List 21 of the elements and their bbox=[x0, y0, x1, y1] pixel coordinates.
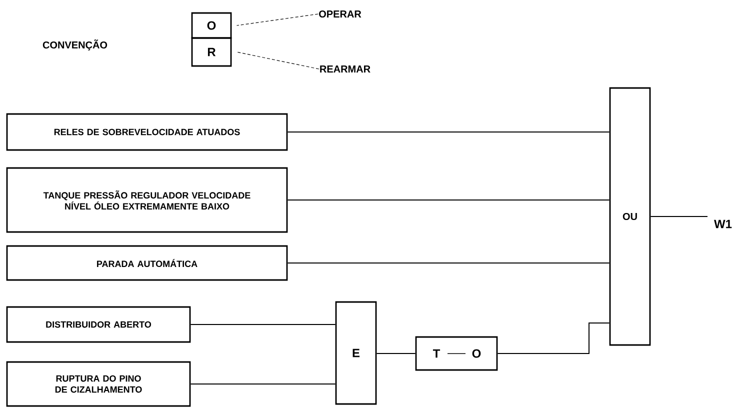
condition-box: RELES DE SOBREVELOCIDADE ATUADOS bbox=[6, 113, 288, 151]
connector-line bbox=[236, 52, 320, 70]
letter-box: R bbox=[191, 37, 232, 67]
and-gate-box: E bbox=[335, 301, 377, 405]
timer-box: T O bbox=[415, 336, 498, 371]
heading-text: CONVENÇÃO bbox=[42, 40, 108, 50]
rearmar-text: REARMAR bbox=[320, 66, 370, 72]
condition-box: TANQUE PRESSÃO REGULADOR VELOCIDADE NÍVEL ÓLEO EXTREMAMENTE BAIXO bbox=[6, 167, 288, 233]
connector-line bbox=[190, 324, 336, 325]
condition-box: PARADA AUTOMÁTICA bbox=[6, 245, 288, 281]
letter-box: O bbox=[191, 12, 232, 39]
operar-text: OPERAR bbox=[319, 10, 362, 18]
connector-line bbox=[650, 216, 708, 217]
connector-line bbox=[236, 14, 318, 26]
connector-line bbox=[497, 322, 610, 354]
condition-box: DISTRIBUIDOR ABERTO bbox=[6, 306, 191, 343]
connector-line bbox=[376, 353, 416, 354]
connector-line bbox=[287, 262, 610, 264]
output-text: W1 bbox=[714, 220, 732, 228]
or-gate-box: OU bbox=[609, 87, 651, 346]
condition-box: RUPTURA DO PINO DE CIZALHAMENTO bbox=[6, 361, 191, 407]
